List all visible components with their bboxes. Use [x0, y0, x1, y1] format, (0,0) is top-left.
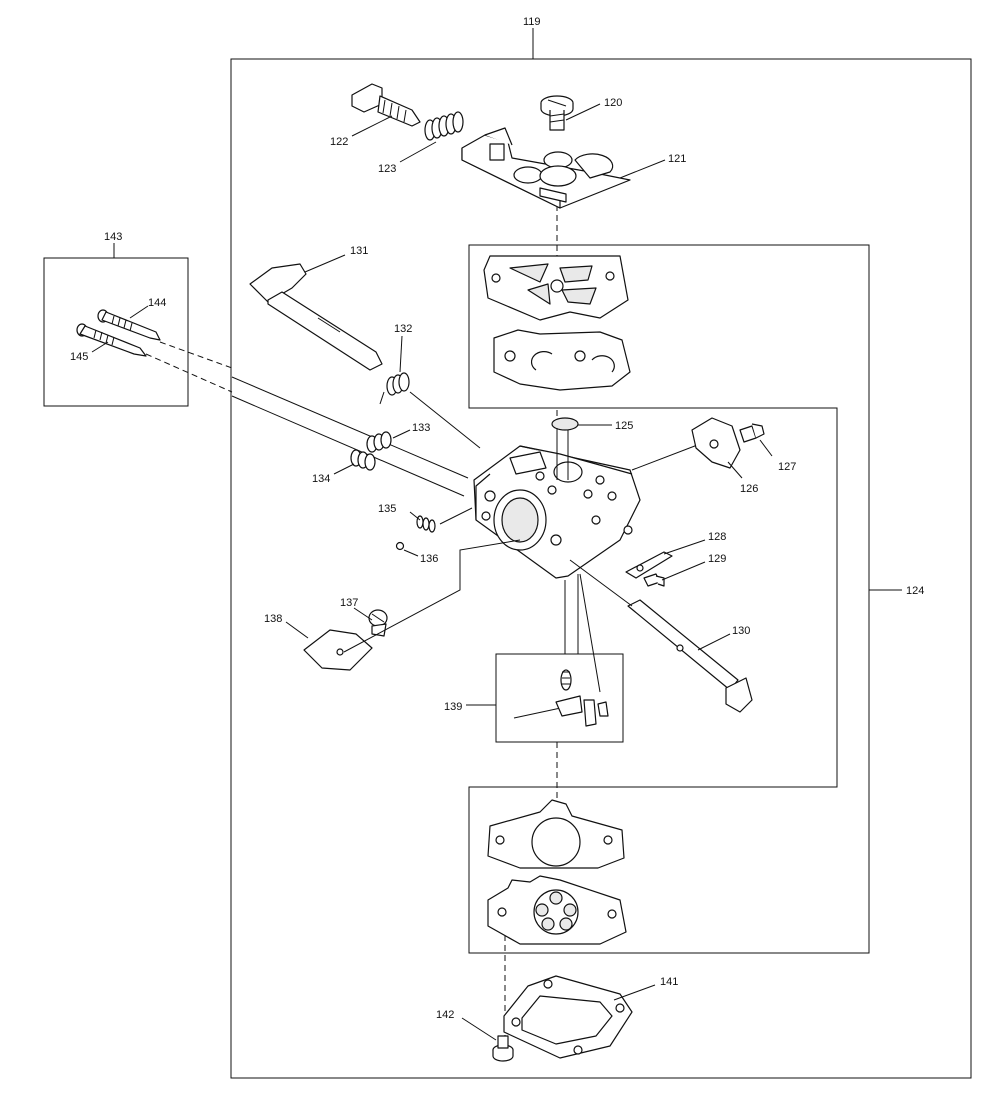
label-126: 126 — [740, 483, 758, 495]
label-136: 136 — [420, 553, 438, 565]
label-134: 134 — [312, 473, 330, 485]
label-122: 122 — [330, 136, 348, 148]
label-131: 131 — [350, 245, 368, 257]
label-127: 127 — [778, 461, 796, 473]
part-131-shaft — [249, 263, 383, 371]
label-130: 130 — [732, 625, 750, 637]
label-129: 129 — [708, 553, 726, 565]
part-133-spring — [366, 431, 392, 453]
part-144-needle — [97, 309, 161, 341]
frame-119 — [230, 58, 972, 1079]
gasket-lower-1 — [487, 799, 625, 869]
label-119: 119 — [523, 16, 541, 28]
carburetor-body — [473, 445, 641, 579]
frame-143 — [43, 257, 189, 407]
label-123: 123 — [378, 163, 396, 175]
part-123-spring — [424, 111, 464, 141]
part-120-screw — [540, 95, 574, 131]
label-132: 132 — [394, 323, 412, 335]
label-135: 135 — [378, 503, 396, 515]
label-125: 125 — [615, 420, 633, 432]
frame-139 — [495, 653, 624, 743]
gasket-lower-2 — [487, 875, 627, 945]
part-134-spring — [350, 449, 376, 471]
part-128-lever — [625, 551, 673, 579]
part-137-screw — [368, 609, 388, 637]
part-136-ball — [395, 541, 405, 551]
label-133: 133 — [412, 422, 430, 434]
part-135-spring — [416, 515, 436, 533]
label-141: 141 — [660, 976, 678, 988]
gasket-upper-2 — [493, 329, 631, 391]
label-139: 139 — [444, 701, 462, 713]
label-144: 144 — [148, 297, 166, 309]
part-129-screw — [643, 573, 665, 587]
frame-124 — [468, 244, 870, 954]
part-142-screw — [492, 1035, 514, 1062]
part-139-needle-set — [513, 669, 609, 727]
label-145: 145 — [70, 351, 88, 363]
part-125-screen — [551, 417, 579, 480]
part-126-plate — [691, 417, 741, 469]
part-130-shaft — [627, 599, 753, 713]
label-137: 137 — [340, 597, 358, 609]
label-124: 124 — [906, 585, 924, 597]
part-145-needle — [76, 323, 147, 357]
part-132-spring — [379, 372, 410, 405]
part-121-bracket — [461, 127, 631, 209]
label-128: 128 — [708, 531, 726, 543]
label-138: 138 — [264, 613, 282, 625]
label-121: 121 — [668, 153, 686, 165]
label-142: 142 — [436, 1009, 454, 1021]
part-122-screw — [351, 83, 421, 127]
part-141-cover — [503, 975, 633, 1059]
label-120: 120 — [604, 97, 622, 109]
gasket-upper-1 — [483, 255, 629, 321]
label-143: 143 — [104, 231, 122, 243]
part-127-screw — [739, 423, 765, 443]
part-138-plate — [303, 629, 373, 671]
